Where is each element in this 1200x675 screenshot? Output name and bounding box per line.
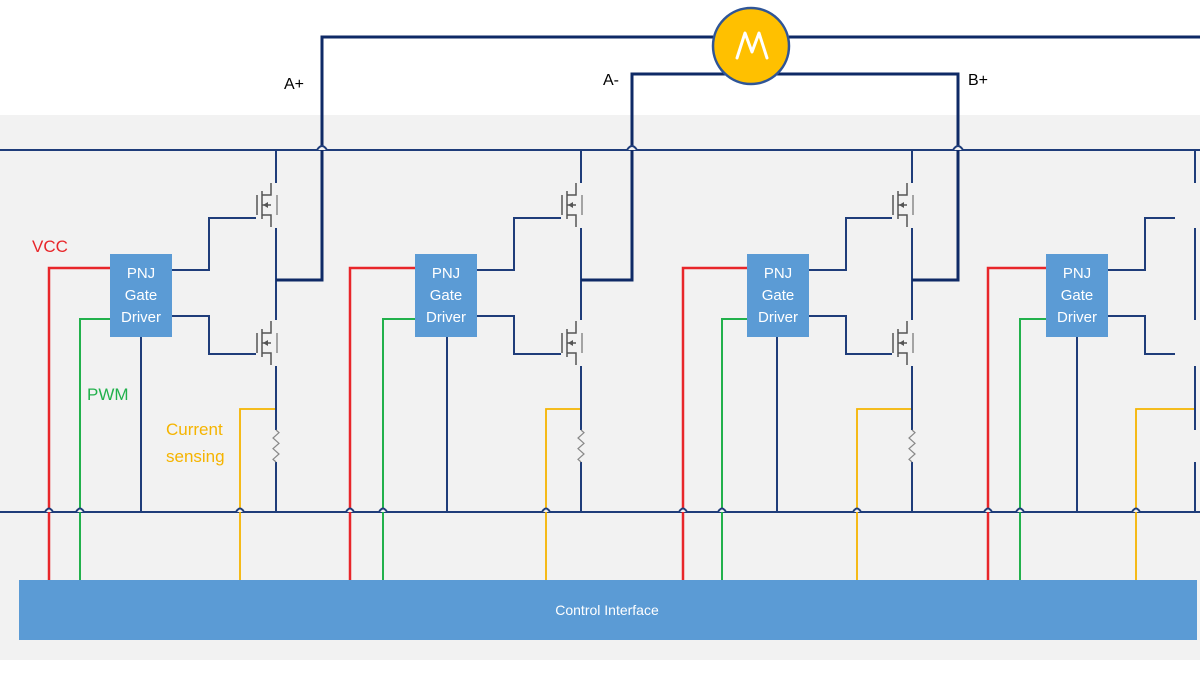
mosfet-icon: [892, 321, 914, 365]
gate-driver-label-line2: Gate: [430, 287, 463, 304]
gate-driver-label-line3: Driver: [1057, 309, 1097, 326]
pwm-wire: [1019, 318, 1046, 580]
high-gate-wire: [809, 217, 892, 271]
resistor-icon: [272, 429, 280, 463]
low-gate-wire: [172, 315, 256, 355]
gate-driver-label-line1: PNJ: [764, 265, 792, 282]
phase-a-plus-wire: [276, 35, 713, 282]
vcc-wire: [681, 266, 747, 580]
gate-driver-label-line1: PNJ: [127, 265, 155, 282]
high-gate-wire: [172, 217, 256, 271]
mosfet-icon: [256, 321, 278, 365]
pwm-label: PWM: [87, 385, 129, 404]
current-sense-wire: [856, 408, 912, 580]
vcc-wire: [348, 266, 415, 580]
current-sense-wire: [1135, 408, 1195, 580]
motor-icon: [711, 6, 791, 86]
terminal-b-plus-label: B+: [968, 72, 988, 89]
gate-driver-label-line2: Gate: [1061, 287, 1094, 304]
mosfet-icon: [561, 183, 583, 227]
gate-driver-label-line2: Gate: [125, 287, 158, 304]
gate-driver-label-line3: Driver: [121, 309, 161, 326]
phase-b-plus-wire: [777, 72, 960, 282]
gate-driver-label-line3: Driver: [426, 309, 466, 326]
motor-wiring: [276, 35, 1200, 282]
mosfet-icon: [561, 321, 583, 365]
gate-driver-label-line3: Driver: [758, 309, 798, 326]
pwm-wire: [721, 318, 747, 580]
control-interface-label: Control Interface: [555, 602, 659, 618]
current-sense-wire: [239, 408, 276, 580]
high-gate-wire: [1108, 217, 1175, 271]
vcc-wire: [986, 266, 1046, 580]
pwm-wire: [382, 318, 415, 580]
power-rails: [0, 149, 1200, 513]
current-sensing-label-line2: sensing: [166, 447, 225, 466]
current-sensing-label-line1: Current: [166, 420, 223, 439]
gate-driver-label-line2: Gate: [762, 287, 795, 304]
resistor-icon: [577, 429, 585, 463]
board-panel: [0, 115, 1200, 660]
gate-driver-label-line1: PNJ: [1063, 265, 1091, 282]
terminal-a-minus-label: A-: [603, 72, 619, 89]
vcc-label: VCC: [32, 237, 68, 256]
half-bridge-stages: PNJGateDriverPNJGateDriverPNJGateDriverP…: [44, 150, 1196, 580]
low-gate-wire: [1108, 315, 1175, 355]
mosfet-icon: [256, 183, 278, 227]
low-gate-wire: [809, 315, 892, 355]
phase-a-minus-wire: [581, 72, 725, 282]
pwm-wire: [79, 318, 110, 580]
low-gate-wire: [477, 315, 561, 355]
terminal-a-plus-label: A+: [284, 76, 304, 93]
gate-driver-label-line1: PNJ: [432, 265, 460, 282]
mosfet-icon: [892, 183, 914, 227]
control-interface-block: Control Interface: [19, 580, 1197, 640]
current-sense-wire: [545, 408, 581, 580]
vcc-wire: [47, 266, 110, 580]
resistor-icon: [908, 429, 916, 463]
high-gate-wire: [477, 217, 561, 271]
